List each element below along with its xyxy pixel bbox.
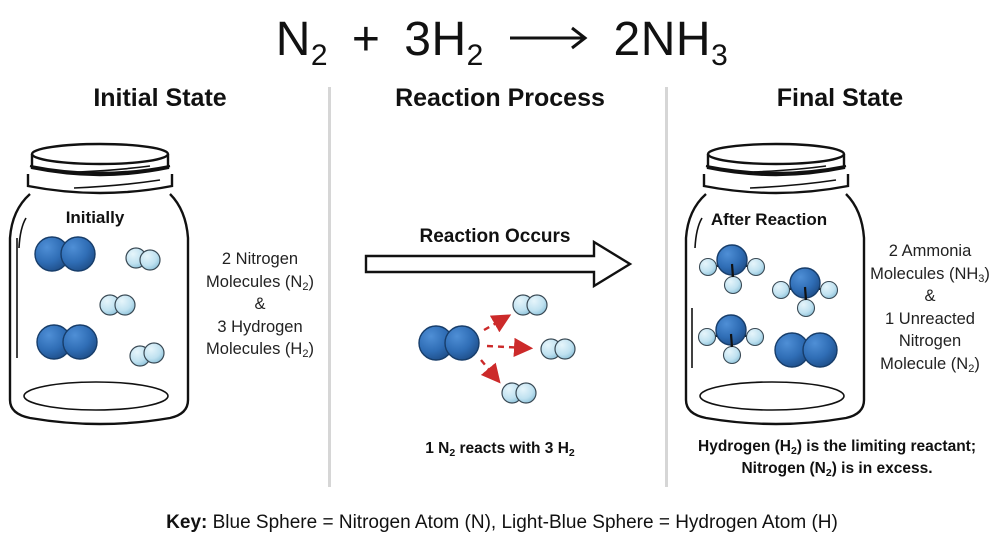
- hydrogen-atom: [746, 257, 766, 277]
- long-right-arrow-icon: [509, 27, 588, 50]
- hydrogen-atom: [697, 327, 717, 347]
- jar-outline: [8, 142, 190, 426]
- product-ammonia: 2NH3: [613, 13, 729, 72]
- initial-jar: [8, 142, 190, 426]
- hydrogen-molecule-1: [125, 247, 161, 271]
- final-state-title: Final State: [776, 84, 904, 112]
- ammonia-molecule: [698, 244, 766, 295]
- legend-key: Key: Blue Sphere = Nitrogen Atom (N), Li…: [0, 512, 1004, 534]
- final-side-label: 2 Ammonia Molecules (NH3) & 1 Unreacted …: [870, 242, 990, 375]
- hydrogen-atom: [526, 294, 548, 316]
- reactant-nitrogen: N2: [275, 13, 329, 72]
- initial-jar-label: Initially: [65, 208, 125, 227]
- final-jar-label: After Reaction: [710, 210, 828, 229]
- reaction-occurs-label: Reaction Occurs: [419, 226, 571, 247]
- nitrogen-atom: [62, 324, 98, 360]
- dashed-reaction-arrows: [480, 314, 534, 384]
- hydrogen-molecule-2: [540, 338, 576, 360]
- nitrogen-atom: [802, 332, 838, 368]
- nitrogen-molecule: [418, 325, 480, 361]
- ammonia-molecule: [771, 267, 839, 318]
- hydrogen-atom: [698, 257, 718, 277]
- final-jar: [684, 142, 866, 426]
- hydrogen-atom: [143, 342, 165, 364]
- hydrogen-atom: [722, 345, 742, 365]
- bond: [803, 286, 808, 301]
- initial-state-title: Initial State: [93, 84, 227, 112]
- dashed-arrow-icon: [480, 359, 501, 384]
- nitrogen-molecule-1: [34, 236, 96, 272]
- divider-right: [665, 87, 668, 487]
- hydrogen-atom: [114, 294, 136, 316]
- key-label: Key:: [166, 512, 208, 533]
- hydrogen-atom: [745, 327, 765, 347]
- key-text: Blue Sphere = Nitrogen Atom (N), Light-B…: [207, 512, 838, 533]
- initial-side-label: 2 Nitrogen Molecules (N2) & 3 Hydrogen M…: [206, 250, 314, 360]
- hydrogen-atom: [723, 275, 743, 295]
- limiting-reactant-caption: Hydrogen (H2) is the limiting reactant; …: [698, 438, 976, 479]
- hydrogen-atom: [515, 382, 537, 404]
- plus-sign: +: [351, 13, 381, 66]
- reaction-arrow-icon: [364, 239, 633, 289]
- divider-left: [328, 87, 331, 487]
- hydrogen-molecule-3: [501, 382, 537, 404]
- nitrogen-atom: [60, 236, 96, 272]
- reaction-caption: 1 N2 reacts with 3 H2: [425, 440, 575, 459]
- hydrogen-atom: [796, 298, 816, 318]
- hydrogen-atom: [819, 280, 839, 300]
- bond: [730, 263, 735, 278]
- nitrogen-molecule: [774, 332, 838, 368]
- hydrogen-atom: [554, 338, 576, 360]
- hydrogen-molecule-2: [99, 294, 136, 316]
- ammonia-molecule: [697, 314, 765, 365]
- hydrogen-atom: [771, 280, 791, 300]
- nitrogen-molecule-2: [36, 324, 98, 360]
- dashed-arrow-icon: [483, 314, 512, 333]
- reaction-process-title: Reaction Process: [395, 84, 605, 112]
- jar-outline: [684, 142, 866, 426]
- nitrogen-atom: [444, 325, 480, 361]
- hydrogen-molecule-1: [512, 294, 548, 316]
- hydrogen-atom: [139, 249, 161, 271]
- chemical-equation: N2 + 3H2 2NH3: [0, 4, 1004, 76]
- hydrogen-molecule-3: [129, 342, 165, 367]
- reactant-hydrogen: 3H2: [404, 13, 484, 72]
- bond: [729, 333, 734, 348]
